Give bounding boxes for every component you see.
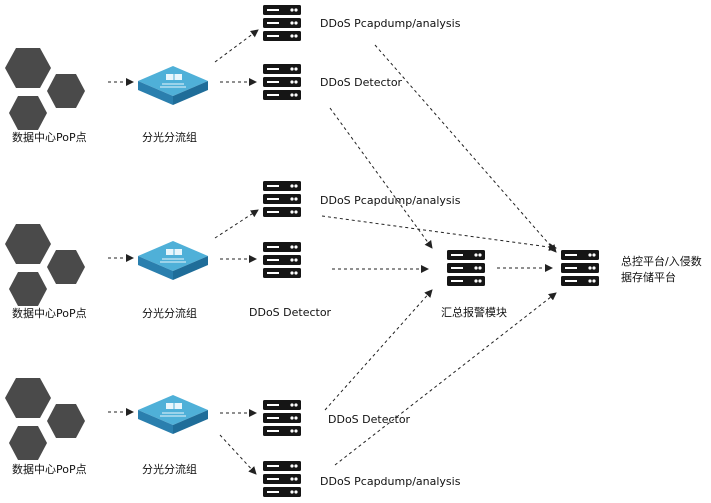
arrow-splitter-to-pcap-1 <box>214 29 259 63</box>
pop-cluster-3 <box>5 378 85 460</box>
detector-server-2 <box>263 242 301 278</box>
pop-label-2: 数据中心PoP点 <box>12 307 87 320</box>
central-platform-server <box>561 250 599 286</box>
splitter-switch-3 <box>137 394 209 435</box>
pop-cluster-2 <box>5 224 85 306</box>
arrow-pcap2-to-platform <box>321 215 557 252</box>
pop-label-1: 数据中心PoP点 <box>12 131 87 144</box>
splitter-switch-2 <box>137 240 209 281</box>
detector-label-2: DDoS Detector <box>249 306 332 319</box>
pcap-server-3 <box>263 461 301 497</box>
pcap-server-1 <box>263 5 301 41</box>
arrow-detector3-to-alarm <box>324 289 433 411</box>
pop-cluster-1 <box>5 48 85 130</box>
pcap-label-3: DDoS Pcapdump/analysis <box>320 475 461 488</box>
detector-label-3: DDoS Detector <box>328 413 411 426</box>
pop-label-3: 数据中心PoP点 <box>12 463 87 476</box>
arrow-detector1-to-alarm <box>329 107 433 249</box>
arrow-splitter-to-pcap-3 <box>219 434 257 475</box>
splitter-switch-1 <box>137 65 209 106</box>
alarm-module-server <box>447 250 485 286</box>
alarm-module-label: 汇总报警模块 <box>441 306 507 319</box>
arrow-pcap3-to-platform <box>334 292 557 466</box>
splitter-label-3: 分光分流组 <box>142 463 197 476</box>
central-platform-label: 总控平台/入侵数据存储平台 <box>621 255 702 284</box>
splitter-label-1: 分光分流组 <box>142 131 197 144</box>
pcap-server-2 <box>263 181 301 217</box>
pcap-label-1: DDoS Pcapdump/analysis <box>320 17 461 30</box>
splitter-label-2: 分光分流组 <box>142 307 197 320</box>
detector-server-3 <box>263 400 301 436</box>
detector-server-1 <box>263 64 301 100</box>
pcap-label-2: DDoS Pcapdump/analysis <box>320 194 461 207</box>
arrow-pcap1-to-platform <box>374 44 557 253</box>
detector-label-1: DDoS Detector <box>320 76 403 89</box>
arrow-splitter-to-pcap-2 <box>214 209 259 239</box>
